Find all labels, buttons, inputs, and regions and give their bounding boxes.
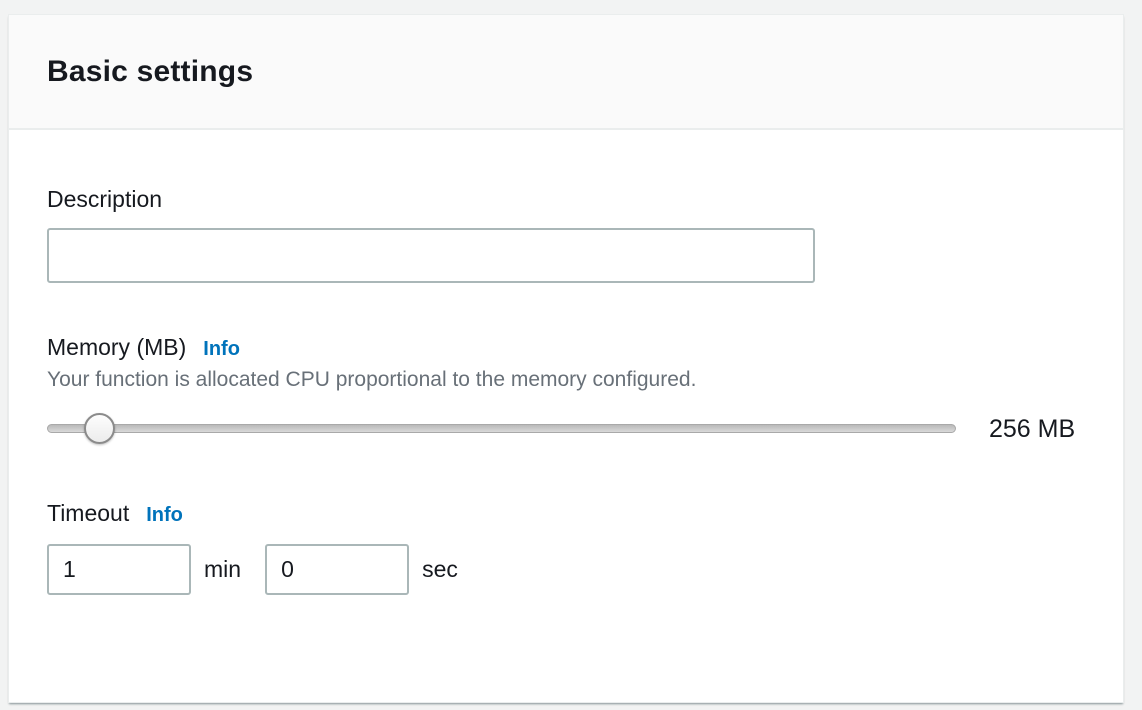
basic-settings-panel: Basic settings Description Memory (MB) I… xyxy=(8,14,1124,703)
memory-label: Memory (MB) xyxy=(47,334,187,360)
panel-body: Description Memory (MB) Info Your functi… xyxy=(9,130,1123,595)
memory-slider-handle[interactable] xyxy=(83,413,115,444)
description-label: Description xyxy=(47,186,163,212)
timeout-minutes-unit: min xyxy=(204,556,242,582)
memory-value: 256 MB xyxy=(989,414,1076,443)
memory-help-text: Your function is allocated CPU proportio… xyxy=(47,368,697,391)
memory-slider-track[interactable] xyxy=(47,424,956,433)
timeout-seconds-input[interactable] xyxy=(265,544,410,595)
memory-section: Memory (MB) Info Your function is alloca… xyxy=(47,334,1085,445)
panel-title: Basic settings xyxy=(47,54,254,88)
timeout-section: Timeout Info min sec xyxy=(47,500,1085,595)
memory-slider[interactable] xyxy=(47,413,956,445)
description-input[interactable] xyxy=(47,228,815,283)
description-section: Description xyxy=(47,186,1085,283)
panel-header: Basic settings xyxy=(9,15,1123,130)
timeout-minutes-input[interactable] xyxy=(47,544,191,595)
timeout-info-link[interactable]: Info xyxy=(146,504,183,526)
timeout-label: Timeout xyxy=(47,500,130,526)
timeout-seconds-unit: sec xyxy=(422,556,458,582)
memory-info-link[interactable]: Info xyxy=(203,338,240,360)
